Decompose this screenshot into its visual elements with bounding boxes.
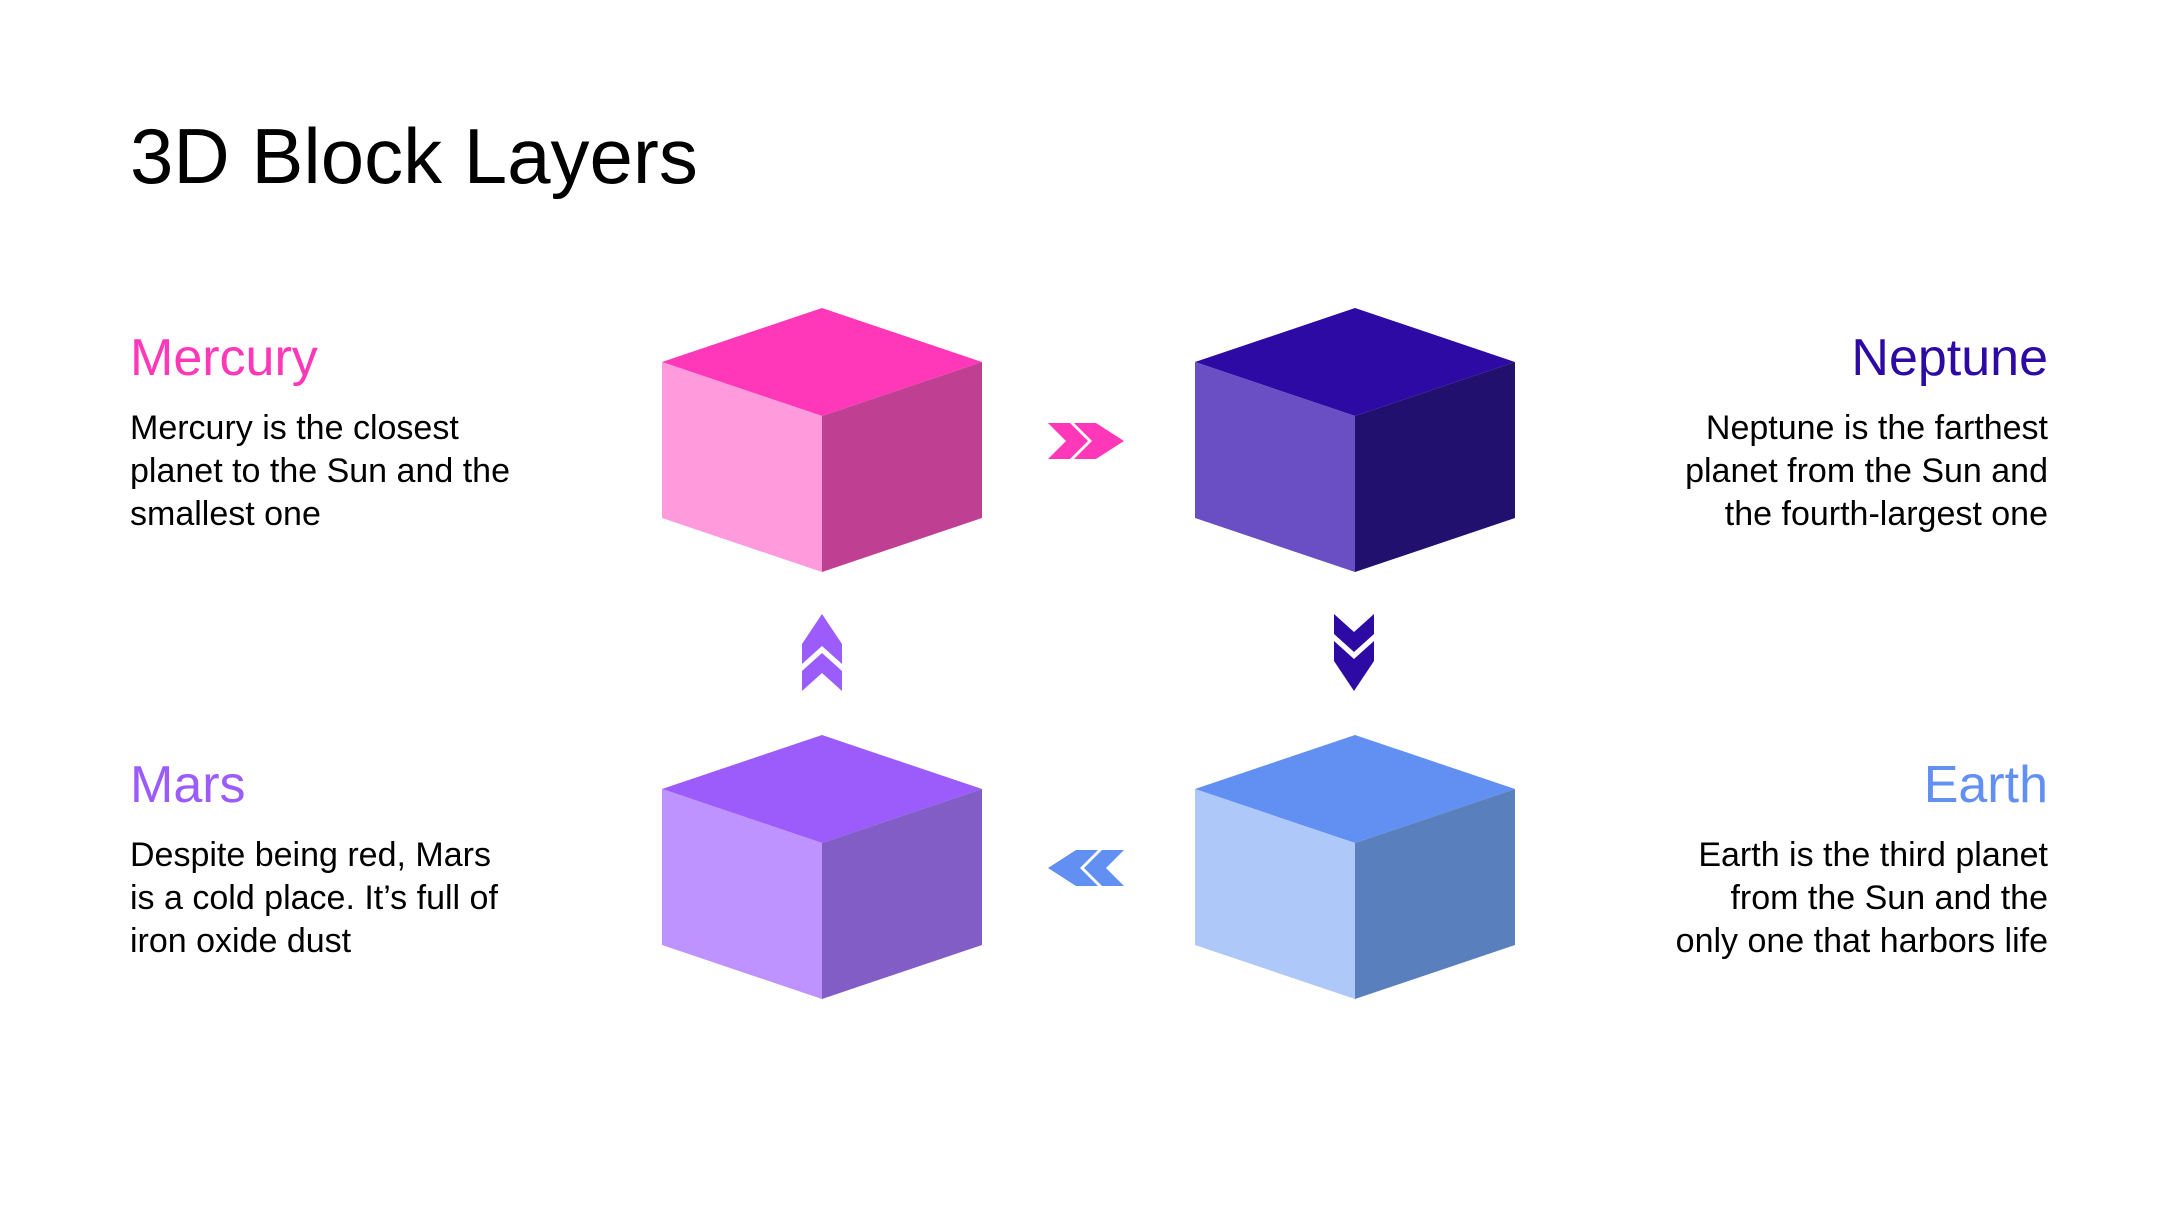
mars-description: Despite being red, Mars is a cold place.… (130, 834, 610, 963)
earth-description: Earth is the third planet from the Sun a… (1568, 834, 2048, 963)
mars-description-line: Despite being red, Mars (130, 836, 491, 875)
mars-cube-right-face (822, 789, 982, 999)
double-chevron-down-icon (1334, 614, 1374, 691)
neptune-description: Neptune is the farthest planet from the … (1568, 407, 2048, 536)
neptune-text-block: Neptune Neptune is the farthest planet f… (1568, 329, 2048, 536)
neptune-cube-left-face (1195, 362, 1355, 572)
earth-description-line: Earth is the third planet (1698, 836, 2048, 875)
mars-description-line: iron oxide dust (130, 922, 352, 961)
mercury-cube-left-face (662, 362, 822, 572)
double-chevron-left-icon (1048, 850, 1124, 886)
slide-title: 3D Block Layers (130, 112, 698, 200)
mars-description-line: is a cold place. It’s full of (130, 879, 498, 918)
earth-cube-left-face (1195, 789, 1355, 999)
mars-cube-left-face (662, 789, 822, 999)
mars-cube-top-face (662, 735, 982, 843)
mercury-text-block: Mercury Mercury is the closest planet to… (130, 329, 610, 536)
neptune-heading: Neptune (1851, 329, 2048, 387)
mercury-cube-top-face (662, 308, 982, 416)
earth-cube-right-face (1355, 789, 1515, 999)
mercury-description-line: smallest one (130, 495, 321, 534)
earth-text-block: Earth Earth is the third planet from the… (1568, 756, 2048, 963)
neptune-description-line: planet from the Sun and (1685, 452, 2048, 491)
mercury-cube (662, 308, 982, 572)
mercury-cube-right-face (822, 362, 982, 572)
earth-description-line: only one that harbors life (1675, 922, 2048, 961)
neptune-cube-right-face (1355, 362, 1515, 572)
mercury-description-line: planet to the Sun and the (130, 452, 510, 491)
earth-cube (1195, 735, 1515, 999)
mars-cube (662, 735, 982, 999)
earth-heading: Earth (1923, 756, 2048, 814)
earth-description-line: from the Sun and the (1730, 879, 2048, 918)
double-chevron-up-icon (802, 614, 842, 691)
mercury-description: Mercury is the closest planet to the Sun… (130, 407, 610, 536)
neptune-description-line: the fourth-largest one (1724, 495, 2048, 534)
mars-text-block: Mars Despite being red, Mars is a cold p… (130, 756, 610, 963)
earth-cube-top-face (1195, 735, 1515, 843)
mars-heading: Mars (130, 756, 246, 814)
neptune-description-line: Neptune is the farthest (1705, 409, 2048, 448)
neptune-cube-top-face (1195, 308, 1515, 416)
neptune-cube (1195, 308, 1515, 572)
double-chevron-right-icon (1048, 423, 1124, 459)
mercury-heading: Mercury (130, 329, 318, 387)
mercury-description-line: Mercury is the closest (130, 409, 459, 448)
